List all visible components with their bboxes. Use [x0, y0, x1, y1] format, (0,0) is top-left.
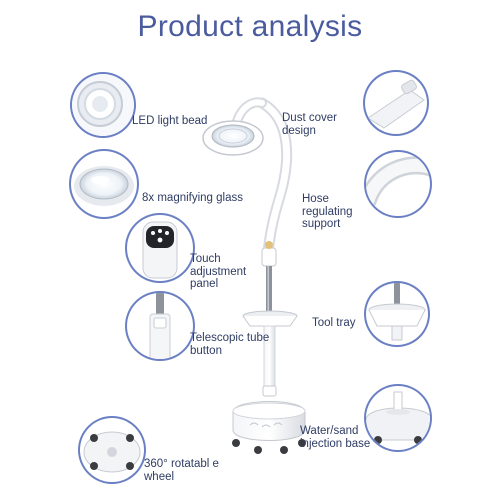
- wheel-closeup-icon: [78, 416, 146, 484]
- label-dust-cover: Dust cover design: [282, 112, 337, 137]
- label-tool-tray: Tool tray: [312, 317, 356, 329]
- lamp-illustration: [202, 97, 306, 454]
- led-bead-closeup-icon: [70, 72, 136, 138]
- water-base-closeup-icon: [364, 384, 432, 452]
- label-rotatable-wheel: 360° rotatabl e wheel: [144, 458, 219, 483]
- label-touch-panel: Touch adjustment panel: [190, 253, 247, 290]
- label-water-base: Water/sand injection base: [300, 425, 371, 450]
- dust-cover-closeup-icon: [363, 70, 429, 136]
- magnifier-glass-closeup-icon: [69, 149, 139, 219]
- tool-tray-closeup-icon: [364, 281, 430, 347]
- label-hose-support: Hose regulating support: [302, 193, 353, 230]
- label-telescopic-button: Telescopic tube button: [190, 332, 270, 357]
- page-title: Product analysis: [137, 10, 363, 43]
- hose-closeup-icon: [364, 150, 432, 218]
- telescopic-button-closeup-icon: [125, 291, 195, 361]
- label-magnifying-glass: 8x magnifying glass: [142, 192, 243, 204]
- touch-panel-closeup-icon: [125, 213, 195, 283]
- label-led-light-bead: LED light bead: [132, 115, 208, 127]
